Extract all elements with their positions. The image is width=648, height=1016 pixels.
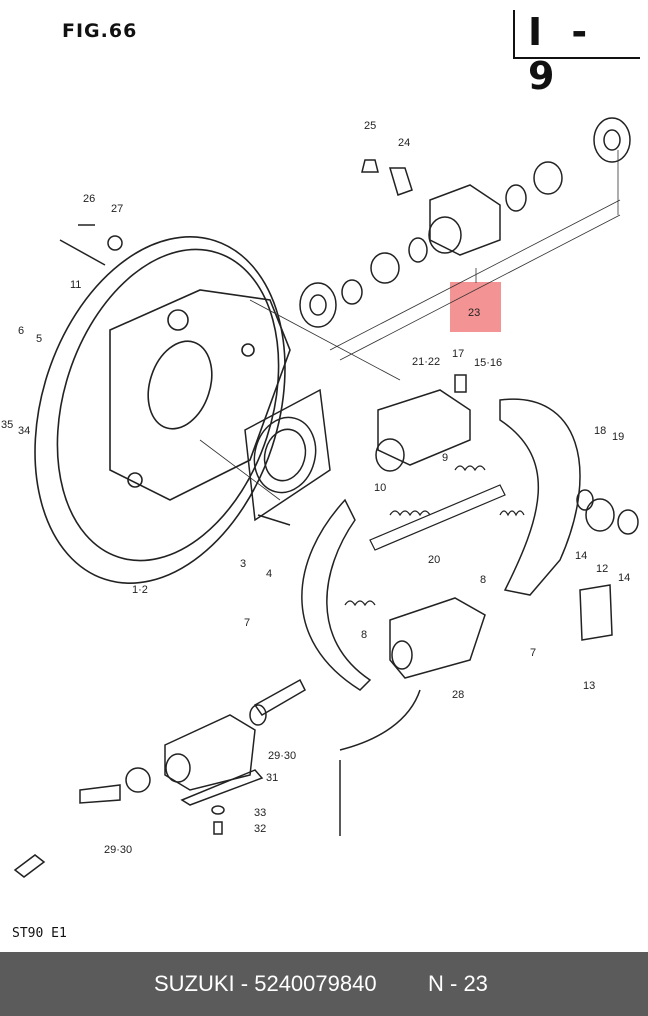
backing-plate — [34, 236, 291, 584]
label-35: 35 — [1, 419, 13, 431]
label-1-2: 1·2 — [132, 584, 148, 596]
frame-corner — [513, 10, 640, 59]
reference-number: N - 23 — [428, 971, 488, 996]
label-33: 33 — [254, 807, 266, 819]
label-7-second: 7 — [530, 647, 536, 659]
label-19: 19 — [612, 431, 624, 443]
label-21-22: 21·22 — [412, 356, 440, 368]
figure-title: FIG.66 — [62, 20, 138, 42]
springs — [344, 465, 525, 607]
label-3: 3 — [240, 558, 246, 570]
label-15-16: 15·16 — [474, 357, 502, 369]
label-6: 6 — [18, 325, 24, 337]
label-10: 10 — [374, 482, 386, 494]
label-20: 20 — [428, 554, 440, 566]
wheel-cylinder-lower — [375, 374, 471, 472]
label-5: 5 — [36, 333, 42, 345]
label-28: 28 — [452, 689, 464, 701]
label-24: 24 — [398, 137, 410, 149]
label-13: 13 — [583, 680, 595, 692]
adjuster-assembly — [389, 489, 639, 679]
label-8-second: 8 — [361, 629, 367, 641]
label-32: 32 — [254, 823, 266, 835]
label-14-second: 14 — [618, 572, 630, 584]
leader-lines — [199, 150, 621, 501]
label-9: 9 — [442, 452, 448, 464]
label-7: 7 — [244, 617, 250, 629]
label-8: 8 — [480, 574, 486, 586]
section-code: I - 9 — [528, 10, 596, 98]
bottom-parts — [13, 678, 421, 878]
label-17: 17 — [452, 348, 464, 360]
brand-part-number: SUZUKI - 5240079840 — [154, 971, 377, 996]
label-14: 14 — [575, 550, 587, 562]
label-12: 12 — [596, 563, 608, 575]
drawing-code: ST90 E1 — [12, 926, 67, 941]
label-11: 11 — [70, 279, 81, 291]
label-29-30: 29·30 — [268, 750, 296, 762]
label-31: 31 — [266, 772, 278, 784]
highlighted-label-23: 23 — [468, 307, 480, 319]
brake-shoes — [301, 398, 581, 691]
label-34: 34 — [18, 425, 30, 437]
label-25: 25 — [364, 120, 376, 132]
label-29-30-second: 29·30 — [104, 844, 132, 856]
label-26: 26 — [83, 193, 95, 205]
wheel-cylinder-top — [59, 117, 631, 328]
exploded-brake-diagram: 25 24 26 27 11 6 5 35 34 23 21·22 17 15·… — [1, 10, 640, 878]
hub-plate — [244, 388, 331, 526]
label-4: 4 — [266, 568, 272, 580]
label-18: 18 — [594, 425, 606, 437]
footer-bar: SUZUKI - 5240079840 N - 23 — [0, 952, 648, 1016]
label-27: 27 — [111, 203, 123, 215]
part-labels: 25 24 26 27 11 6 5 35 34 23 21·22 17 15·… — [1, 120, 630, 856]
highlight-box[interactable] — [450, 282, 501, 332]
